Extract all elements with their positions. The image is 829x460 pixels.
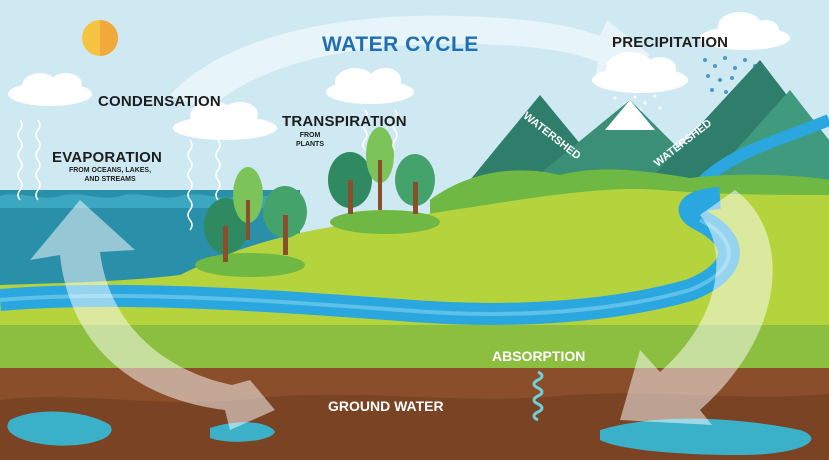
label-evaporation: EVAPORATION — [52, 149, 162, 166]
label-condensation: CONDENSATION — [98, 93, 221, 110]
cloud-left — [8, 73, 92, 106]
tree-group-right — [328, 127, 440, 234]
transpiration-sub-line-2: PLANTS — [296, 141, 324, 148]
groundwater-pools — [7, 411, 812, 455]
absorption-spring-icon — [532, 370, 544, 422]
cloud-transpiration — [173, 101, 277, 140]
arrow-right — [620, 190, 773, 425]
label-precipitation: PRECIPITATION — [612, 34, 729, 51]
label-absorption: ABSORPTION — [492, 348, 586, 364]
label-ground-water: GROUND WATER — [328, 398, 444, 414]
sun-icon — [82, 20, 118, 56]
evaporation-sub-line-2: AND STREAMS — [84, 176, 136, 183]
arrow-left — [30, 200, 275, 430]
cycle-arrows — [30, 15, 773, 430]
evaporation-sub-line-1: FROM OCEANS, LAKES, — [68, 167, 152, 174]
diagram-title: WATER CYCLE — [322, 33, 479, 56]
cloud-condensation — [326, 68, 414, 104]
arrow-top — [170, 15, 650, 110]
label-evaporation-sub: FROM OCEANS, LAKES, AND STREAMS — [55, 166, 165, 184]
cloud-top-right — [700, 12, 790, 50]
label-transpiration: TRANSPIRATION — [282, 113, 407, 130]
transpiration-sub-line-1: FROM — [299, 132, 321, 139]
label-transpiration-sub: FROM PLANTS — [290, 131, 330, 149]
vapor-lines — [17, 109, 398, 231]
tree-group-left — [195, 167, 307, 277]
